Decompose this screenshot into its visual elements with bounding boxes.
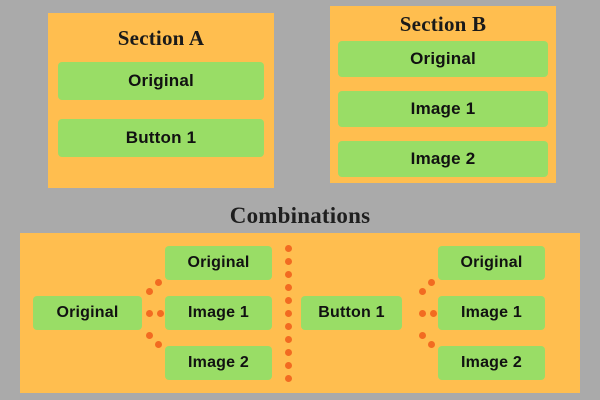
combination-group-1-target-image-2[interactable]: Image 2 xyxy=(165,346,272,380)
connector-dot xyxy=(157,310,164,317)
section-b-title: Section B xyxy=(399,12,487,36)
section-b-button-image-1[interactable]: Image 1 xyxy=(338,91,548,127)
section-a-button-original[interactable]: Original xyxy=(58,62,264,100)
connector-dot xyxy=(146,310,153,317)
combination-group-2-target-original[interactable]: Original xyxy=(438,246,545,280)
connector-dot xyxy=(146,288,153,295)
panel-section-a: Section A xyxy=(48,13,274,188)
section-b-button-original[interactable]: Original xyxy=(338,41,548,77)
combination-group-2-target-image-2[interactable]: Image 2 xyxy=(438,346,545,380)
connector-dot xyxy=(430,310,437,317)
section-a-title: Section A xyxy=(117,26,205,50)
section-b-button-image-2[interactable]: Image 2 xyxy=(338,141,548,177)
combination-group-2-source[interactable]: Button 1 xyxy=(301,296,402,330)
connector-dot xyxy=(419,310,426,317)
connector-dot xyxy=(155,279,162,286)
connector-dot xyxy=(419,288,426,295)
combination-group-1-target-image-1[interactable]: Image 1 xyxy=(165,296,272,330)
combinations-title: Combinations xyxy=(229,203,371,228)
connector-dot xyxy=(146,332,153,339)
combination-group-1-target-original[interactable]: Original xyxy=(165,246,272,280)
connector-dot xyxy=(155,341,162,348)
connector-dot xyxy=(428,341,435,348)
combination-group-1-source[interactable]: Original xyxy=(33,296,142,330)
connector-dot xyxy=(419,332,426,339)
combination-group-2-target-image-1[interactable]: Image 1 xyxy=(438,296,545,330)
section-a-button-button-1[interactable]: Button 1 xyxy=(58,119,264,157)
connector-dot xyxy=(428,279,435,286)
